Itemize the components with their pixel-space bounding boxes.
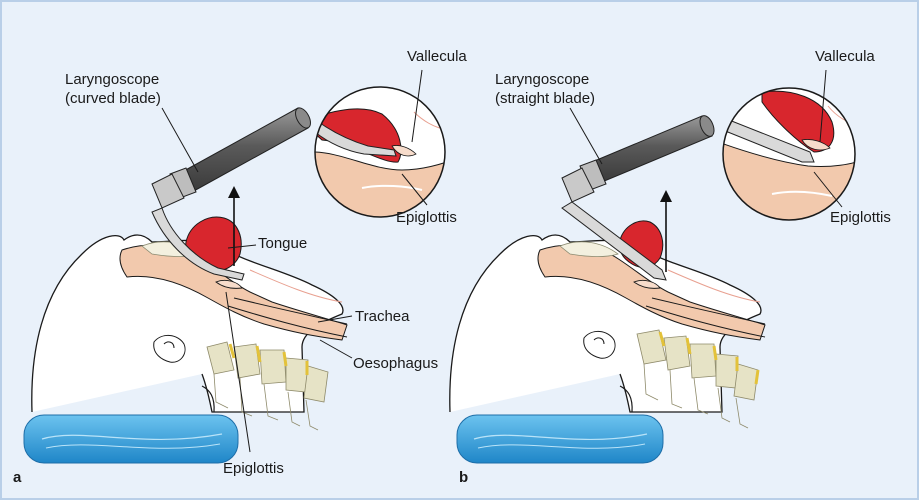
trachea-label: Trachea	[355, 308, 409, 325]
laryngoscope-straight-label-line2: (straight blade)	[495, 90, 595, 107]
vallecula-label-a: Vallecula	[407, 48, 467, 65]
panel-a	[24, 70, 862, 463]
pillow-b	[457, 415, 663, 463]
panel-b-letter: b	[459, 469, 468, 486]
panel-a-letter: a	[13, 469, 21, 486]
epiglottis-inset-label-a: Epiglottis	[396, 209, 457, 226]
epiglottis-bottom-label: Epiglottis	[223, 460, 284, 477]
oesophagus-label: Oesophagus	[353, 355, 438, 372]
panel-b	[450, 70, 862, 463]
laryngoscope-curved-label-line1: Laryngoscope	[65, 71, 159, 88]
inset-a	[302, 87, 452, 222]
pillow-a	[24, 415, 238, 463]
tongue-label: Tongue	[258, 235, 307, 252]
epiglottis-inset-label-b: Epiglottis	[830, 209, 891, 226]
laryngoscope-straight-label-line1: Laryngoscope	[495, 71, 589, 88]
laryngoscope-curved-label-line2: (curved blade)	[65, 90, 161, 107]
vallecula-label-b: Vallecula	[815, 48, 875, 65]
